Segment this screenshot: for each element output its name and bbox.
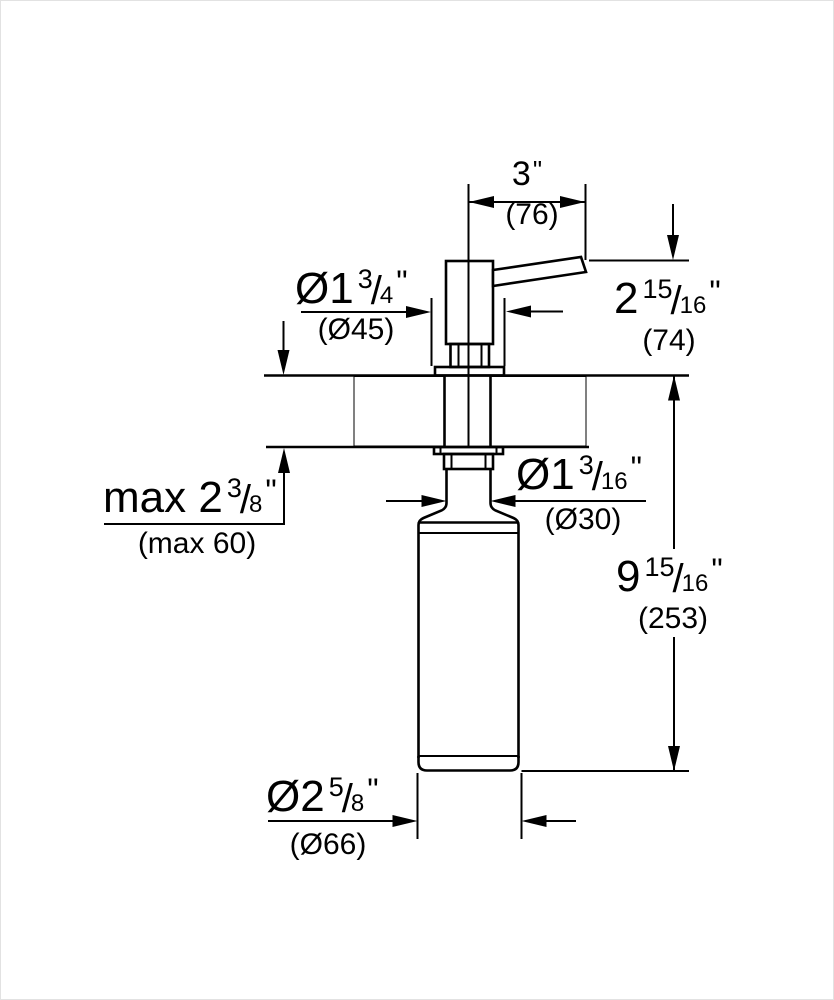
max-counter-thickness-frac-den: 8: [248, 491, 263, 518]
bottle: [417, 502, 520, 772]
dim-overall-height-lines: [521, 375, 689, 772]
countertop-hatch-left: [353, 376, 445, 447]
label-overall-height-metric: (253): [637, 602, 709, 635]
bottle-diameter-value: Ø2: [266, 772, 325, 821]
max-counter-thickness-value: max 2: [103, 473, 223, 522]
label-bottle-diameter-metric: (Ø66): [289, 828, 367, 861]
escutcheon-diameter-value: Ø1: [295, 264, 354, 313]
locknut: [442, 452, 495, 471]
head-height-value: 2: [614, 274, 639, 323]
escutcheon-diameter-frac-den: 4: [379, 282, 394, 309]
dim-spout-reach-lines: [469, 184, 587, 260]
escutcheon-diameter-frac-num: 3: [357, 264, 373, 294]
overall-height-frac-den: 16: [681, 570, 709, 597]
head-height-frac-slash: /: [670, 279, 682, 323]
escutcheon-diameter-unit: ": [396, 264, 408, 300]
shank-diameter-frac-num: 3: [578, 450, 594, 480]
bottle-diameter-frac-num: 5: [328, 772, 344, 802]
pump-head: [433, 255, 588, 377]
bottle-diameter-frac-den: 8: [350, 790, 365, 817]
countertop-section: [264, 374, 689, 449]
label-spout-reach-metric: (76): [505, 198, 559, 231]
label-shank-diameter-metric: (Ø30): [544, 503, 622, 536]
spout: [491, 255, 588, 288]
max-counter-thickness-frac-num: 3: [226, 473, 242, 503]
label-spout-reach: 3": [512, 157, 542, 191]
bottle-diameter-frac-slash: /: [341, 777, 353, 821]
bottle-diameter-unit: ": [367, 772, 379, 808]
overall-height-unit: ": [711, 552, 723, 588]
overall-height-frac-slash: /: [672, 557, 684, 601]
head-height-frac-num: 15: [642, 274, 673, 304]
head-height-frac-den: 16: [679, 292, 707, 319]
label-escutcheon-diameter-metric: (Ø45): [317, 313, 395, 346]
pump-collar: [449, 342, 491, 369]
head-height-unit: ": [709, 274, 721, 310]
shank-diameter-frac-den: 16: [600, 468, 628, 495]
shank-diameter-frac-slash: /: [591, 455, 603, 499]
overall-height-value: 9: [616, 552, 641, 601]
countertop-hatch-right: [490, 376, 587, 447]
overall-height-frac-num: 15: [644, 552, 675, 582]
max-counter-thickness-frac-slash: /: [239, 478, 251, 522]
max-counter-thickness-unit: ": [265, 473, 277, 509]
dim-bottle-diameter-lines: [268, 773, 576, 839]
label-head-height-metric: (74): [642, 324, 696, 357]
dim-max-thickness-lines: [104, 321, 290, 525]
shank-diameter-value: Ø1: [516, 450, 575, 499]
escutcheon-flange: [433, 365, 506, 377]
spout-reach-value: 3: [511, 155, 531, 193]
dim-head-height-lines: [589, 204, 689, 262]
escutcheon-diameter-frac-slash: /: [370, 269, 382, 313]
dim-shank-diameter-lines: [386, 495, 646, 507]
spout-reach-unit: ": [532, 155, 543, 185]
shank-diameter-unit: ": [630, 450, 642, 486]
mounting-shank: [432, 375, 505, 503]
label-max-counter-thickness-metric: (max 60): [137, 527, 257, 560]
dim-escutcheon-diameter-lines: [301, 298, 563, 366]
